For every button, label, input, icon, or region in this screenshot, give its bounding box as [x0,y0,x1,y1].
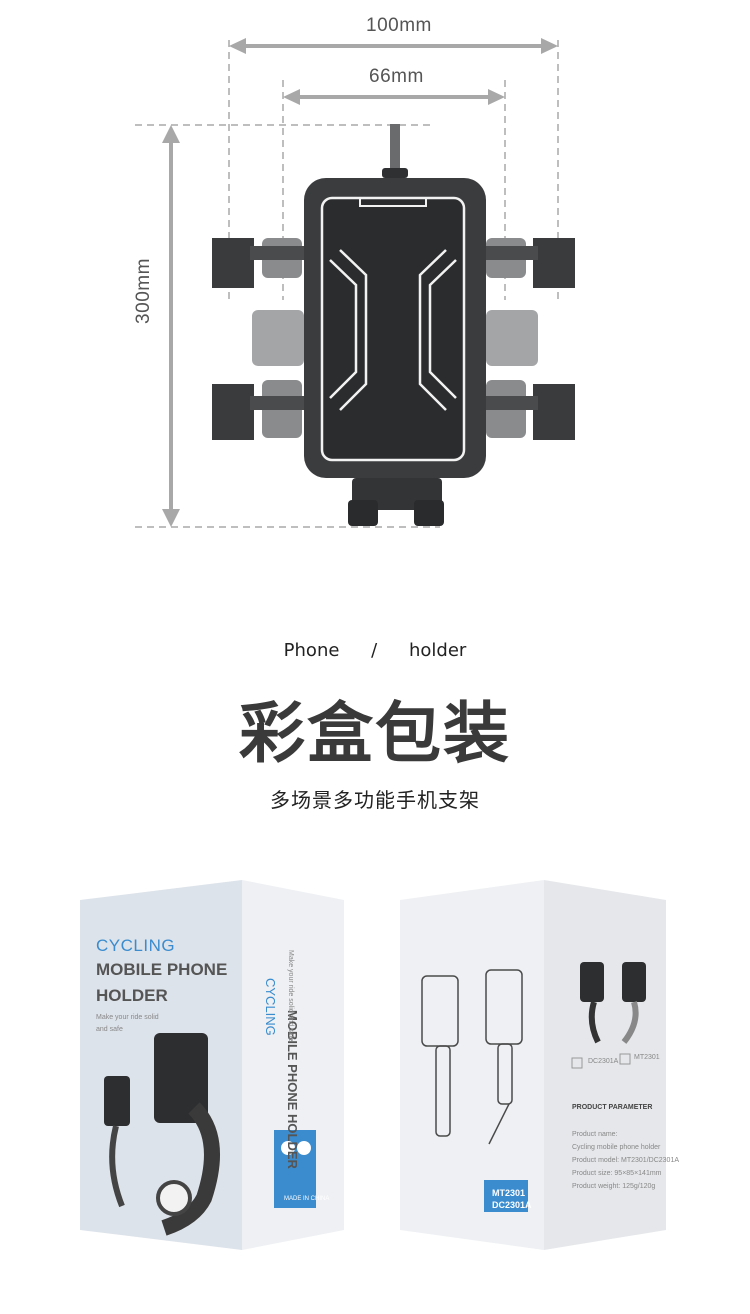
left-box-product-photo [104,1033,220,1236]
section-title-en: Phone / holder [0,640,750,661]
inner-width-label: 66mm [369,66,424,87]
param-line: Product weight: 125g/120g [572,1183,656,1190]
left-box-tagline2: and safe [96,1026,123,1033]
section-title-cn: 彩盒包装 [239,695,511,772]
left-box-side-tagline: Make your ride solid and safe [287,950,294,1042]
left-box-tagline1: Make your ride solid [96,1014,159,1021]
left-box-line1: CYCLING [96,936,176,955]
left-box-line2: MOBILE PHONE [96,960,228,979]
param-line: Product name: [572,1131,618,1138]
dimension-drawing [135,38,575,528]
param-line: Product size: 95×85×141mm [572,1170,662,1177]
right-box-badge-2: DC2301A [492,1200,532,1210]
section-subtitle-cn: 多场景多功能手机支架 [270,788,480,812]
right-box-model-label-2: MT2301 [634,1054,660,1061]
title-en-left: Phone [283,640,340,661]
left-box [80,880,344,1250]
right-box-params-list: Product name: Cycling mobile phone holde… [572,1128,679,1193]
right-box-model-label-1: DC2301A [588,1058,619,1065]
left-box-side-cycling: CYCLING [263,978,278,1036]
param-line: Cycling mobile phone holder [572,1144,661,1151]
right-box-badge-1: MT2301 [492,1188,526,1198]
right-box-line-drawings [421,969,523,1145]
phone-holder-illustration [212,124,575,526]
left-box-line3: HOLDER [96,986,168,1005]
title-en-right: holder [408,640,467,661]
left-box-made-in: MADE IN CHINA [284,1196,330,1202]
width-label: 100mm [366,15,432,36]
title-en-separator: / [371,640,378,661]
right-box [400,880,666,1250]
right-box-params-title: PRODUCT PARAMETER [572,1104,653,1111]
param-line: Product model: MT2301/DC2301A [572,1157,679,1164]
height-label: 300mm [133,258,154,324]
